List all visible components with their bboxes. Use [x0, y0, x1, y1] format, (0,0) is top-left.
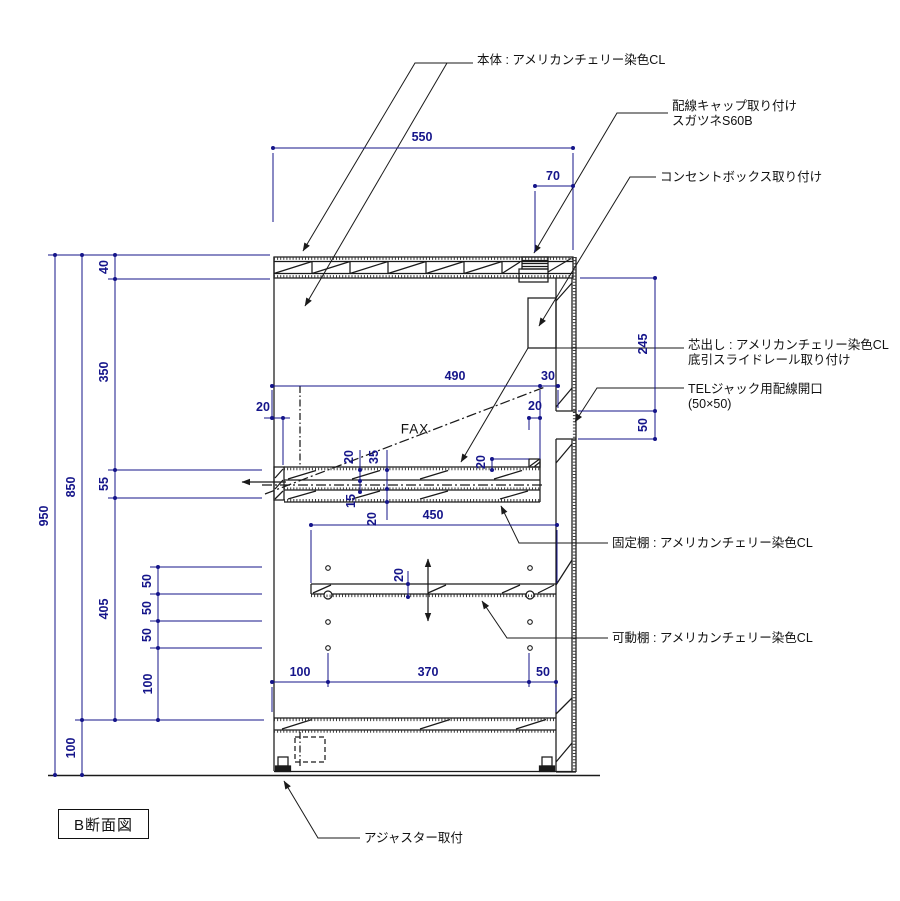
annotation-line: コンセントボックス取り付け: [660, 170, 823, 184]
fax-cable-line: [264, 386, 546, 495]
dimension-label: 70: [546, 169, 560, 183]
view-title-box: B断面図: [58, 809, 149, 839]
adjuster-foot-right: [538, 765, 556, 773]
dimension-label: 490: [444, 369, 466, 383]
dimension-label: 20: [256, 400, 270, 414]
annotation-line: 芯出し : アメリカンチェリー染色CL: [688, 338, 889, 352]
dimension-label: 15: [344, 494, 358, 508]
annotation-line: 配線キャップ取り付け: [672, 99, 798, 113]
annotation-line: TELジャック用配線開口: [688, 382, 823, 396]
wiring-cap-note: 配線キャップ取り付けスガツネS60B: [672, 99, 797, 129]
leader-lines: [283, 62, 684, 839]
dimension-label: 100: [64, 737, 78, 759]
annotation-line: 底引スライドレール取り付け: [688, 353, 851, 367]
dimension-label: 35: [367, 450, 381, 464]
tel-jack-note: TELジャック用配線開口(50×50): [688, 382, 823, 412]
movable-shelf: [310, 583, 556, 595]
dimension-label: 370: [417, 665, 439, 679]
dimension-label: 50: [536, 665, 550, 679]
base-plinth: [273, 718, 576, 773]
stipple-edges: [274, 257, 576, 772]
dimension-label: 50: [140, 601, 154, 615]
dimension-label: 100: [141, 673, 155, 695]
dimension-label: 245: [636, 333, 650, 355]
dimension-label: 50: [140, 628, 154, 642]
hidden-base-block: [294, 736, 326, 763]
view-title: B断面図: [73, 816, 133, 834]
fax-label: FAX: [400, 421, 430, 437]
dimension-label: 950: [37, 505, 51, 527]
dimension-label: 100: [289, 665, 311, 679]
annotation-line: 可動棚 : アメリカンチェリー染色CL: [612, 631, 813, 645]
dimension-label: 50: [140, 574, 154, 588]
dimension-label: 50: [636, 418, 650, 432]
dimension-label: 20: [392, 568, 406, 582]
outlet-box-note: コンセントボックス取り付け: [660, 170, 822, 185]
dimension-label: 550: [411, 130, 433, 144]
annotation-line: アジャスター取付: [364, 831, 463, 845]
dimension-label: 20: [365, 512, 379, 526]
fixed-shelf: [273, 458, 541, 503]
dimension-label: 20: [528, 399, 542, 413]
adjuster-note: アジャスター取付: [364, 831, 463, 846]
body-note: 本体 : アメリカンチェリー染色CL: [477, 53, 665, 68]
annotation-line: 固定棚 : アメリカンチェリー染色CL: [612, 536, 813, 550]
dimension-ticks: [53, 146, 657, 777]
cabinet-structure: [48, 256, 600, 777]
dimension-label: 450: [422, 508, 444, 522]
annotation-line: スガツネS60B: [672, 114, 753, 128]
movable-shelf-note: 可動棚 : アメリカンチェリー染色CL: [612, 631, 813, 646]
shelf-pin-holes: [325, 565, 533, 651]
annotation-line: 本体 : アメリカンチェリー染色CL: [477, 53, 666, 67]
annotation-line: (50×50): [688, 397, 732, 411]
dimension-label: 20: [342, 450, 356, 464]
dimension-label: 40: [97, 260, 111, 274]
dimension-label: 55: [97, 477, 111, 491]
adjuster-foot-left: [274, 765, 292, 773]
dimension-label: 405: [97, 598, 111, 620]
dimension-label: 30: [541, 369, 555, 383]
dimension-label: 20: [474, 455, 488, 469]
dimension-label: 350: [97, 361, 111, 383]
dimension-lines: [48, 147, 656, 775]
dimension-label: 850: [64, 476, 78, 498]
fixed-shelf-note: 固定棚 : アメリカンチェリー染色CL: [612, 536, 813, 551]
